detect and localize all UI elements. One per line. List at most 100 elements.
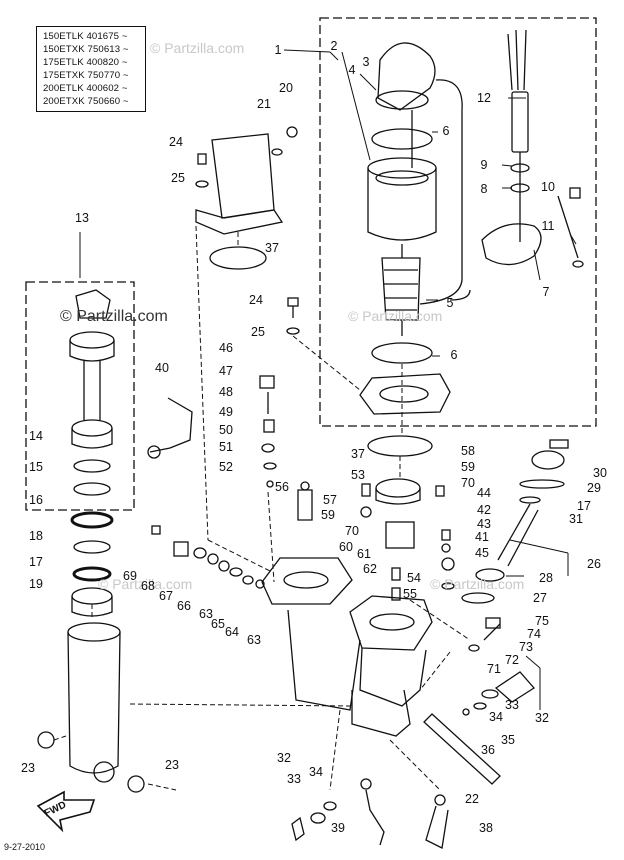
callout-70a[interactable]: 70 [461, 476, 475, 490]
callout-15[interactable]: 15 [29, 460, 43, 474]
callout-55[interactable]: 55 [403, 587, 417, 601]
callout-37a[interactable]: 37 [265, 241, 279, 255]
callout-49[interactable]: 49 [219, 405, 233, 419]
callout-64[interactable]: 64 [225, 625, 239, 639]
callout-65[interactable]: 65 [211, 617, 225, 631]
callout-74[interactable]: 74 [527, 627, 541, 641]
callout-31[interactable]: 31 [569, 512, 583, 526]
callout-7[interactable]: 7 [542, 285, 550, 299]
callout-46[interactable]: 46 [219, 341, 233, 355]
callout-32b[interactable]: 32 [277, 751, 291, 765]
callout-63b[interactable]: 63 [247, 633, 261, 647]
callout-45[interactable]: 45 [475, 546, 489, 560]
callout-6b[interactable]: 6 [450, 348, 458, 362]
callout-67[interactable]: 67 [159, 589, 173, 603]
callout-41[interactable]: 41 [475, 530, 489, 544]
callout-62[interactable]: 62 [363, 562, 377, 576]
callout-16[interactable]: 16 [29, 493, 43, 507]
callout-20[interactable]: 20 [279, 81, 293, 95]
callout-29[interactable]: 29 [587, 481, 601, 495]
callout-47[interactable]: 47 [219, 364, 233, 378]
callout-27[interactable]: 27 [533, 591, 547, 605]
callout-9[interactable]: 9 [480, 158, 488, 172]
callout-26[interactable]: 26 [587, 557, 601, 571]
callout-75[interactable]: 75 [535, 614, 549, 628]
callout-36[interactable]: 36 [481, 743, 495, 757]
callout-50[interactable]: 50 [219, 423, 233, 437]
reservoir-cover-part [195, 126, 298, 235]
callout-43[interactable]: 43 [477, 517, 491, 531]
callout-21[interactable]: 21 [257, 97, 271, 111]
callout-68[interactable]: 68 [141, 579, 155, 593]
o-ring-37a-part [209, 246, 267, 270]
callout-34a[interactable]: 34 [489, 710, 503, 724]
callout-6a[interactable]: 6 [442, 124, 450, 138]
callout-54[interactable]: 54 [407, 571, 421, 585]
model-line: 150ETLK 401675 ~ [43, 31, 128, 42]
callout-11[interactable]: 11 [541, 219, 555, 233]
callout-8[interactable]: 8 [480, 182, 488, 196]
callout-3[interactable]: 3 [362, 55, 370, 69]
callout-2[interactable]: 2 [330, 39, 338, 53]
callout-33b[interactable]: 33 [287, 772, 301, 786]
callout-53[interactable]: 53 [351, 468, 365, 482]
callout-10[interactable]: 10 [541, 180, 555, 194]
callout-63a[interactable]: 63 [199, 607, 213, 621]
callout-61[interactable]: 61 [357, 547, 371, 561]
callout-44[interactable]: 44 [477, 486, 491, 500]
callout-34b[interactable]: 34 [309, 765, 323, 779]
callout-72[interactable]: 72 [505, 653, 519, 667]
callout-42[interactable]: 42 [477, 503, 491, 517]
callout-59b[interactable]: 59 [321, 508, 335, 522]
callout-17b[interactable]: 17 [577, 499, 591, 513]
callout-52[interactable]: 52 [219, 460, 233, 474]
callout-30[interactable]: 30 [593, 466, 607, 480]
watermark-faint: © Partzilla.com [348, 308, 443, 324]
callout-28[interactable]: 28 [539, 571, 553, 585]
callout-12[interactable]: 12 [477, 91, 491, 105]
motor-assembly-box [319, 17, 597, 427]
fwd-arrow-icon [36, 790, 96, 833]
callout-69[interactable]: 69 [123, 569, 137, 583]
hose-38-part [425, 794, 449, 849]
callout-25b[interactable]: 25 [251, 325, 265, 339]
callout-24a[interactable]: 24 [169, 135, 183, 149]
callout-37b[interactable]: 37 [351, 447, 365, 461]
callout-35[interactable]: 35 [501, 733, 515, 747]
callout-4[interactable]: 4 [348, 63, 356, 77]
callout-32a[interactable]: 32 [535, 711, 549, 725]
callout-40[interactable]: 40 [155, 361, 169, 375]
callout-70b[interactable]: 70 [345, 524, 359, 538]
callout-23a[interactable]: 23 [21, 761, 35, 775]
callout-73[interactable]: 73 [519, 640, 533, 654]
callout-1[interactable]: 1 [274, 43, 282, 57]
callout-60[interactable]: 60 [339, 540, 353, 554]
callout-57[interactable]: 57 [323, 493, 337, 507]
callout-51[interactable]: 51 [219, 440, 233, 454]
callout-56[interactable]: 56 [275, 480, 289, 494]
callout-14[interactable]: 14 [29, 429, 43, 443]
callout-24b[interactable]: 24 [249, 293, 263, 307]
callout-38[interactable]: 38 [479, 821, 493, 835]
callout-22[interactable]: 22 [465, 792, 479, 806]
callout-5[interactable]: 5 [446, 296, 454, 310]
callout-17a[interactable]: 17 [29, 555, 43, 569]
callout-66[interactable]: 66 [177, 599, 191, 613]
model-line: 200ETLK 400602 ~ [43, 83, 128, 94]
callout-59a[interactable]: 59 [461, 460, 475, 474]
reservoir-bolts-part [297, 481, 313, 521]
callout-39[interactable]: 39 [331, 821, 345, 835]
callout-58[interactable]: 58 [461, 444, 475, 458]
callout-18[interactable]: 18 [29, 529, 43, 543]
callout-71[interactable]: 71 [487, 662, 501, 676]
callout-33a[interactable]: 33 [505, 698, 519, 712]
callout-25a[interactable]: 25 [171, 171, 185, 185]
callout-13[interactable]: 13 [75, 211, 89, 225]
model-line: 150ETXK 750613 ~ [43, 44, 129, 55]
fitting-33-part [291, 801, 337, 842]
callout-23b[interactable]: 23 [165, 758, 179, 772]
model-line: 175ETLK 400820 ~ [43, 57, 128, 68]
callout-48[interactable]: 48 [219, 385, 233, 399]
callout-19[interactable]: 19 [29, 577, 43, 591]
model-line: 200ETXK 750660 ~ [43, 96, 129, 107]
